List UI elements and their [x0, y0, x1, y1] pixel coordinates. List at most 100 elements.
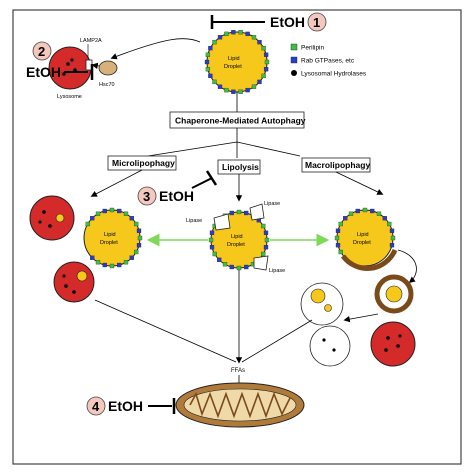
svg-text:2: 2: [38, 44, 45, 59]
legend-hydrolases: Lysosomal Hydrolases: [301, 71, 367, 78]
perilipin-marker: [261, 251, 266, 257]
perilipin-marker: [95, 260, 101, 265]
autophagosome: [374, 274, 414, 314]
perilipin-marker: [261, 223, 266, 229]
perilipin-marker: [208, 237, 214, 243]
rab-marker: [343, 216, 348, 221]
svg-text:EtOH: EtOH: [270, 14, 305, 30]
droplet-label-right-2: Droplet: [353, 240, 371, 246]
svg-text:EtOH: EtOH: [108, 398, 143, 414]
perilipin-marker: [109, 263, 115, 269]
cma-lysosome: [48, 46, 93, 90]
perilipin-marker: [222, 262, 228, 267]
microlipophagy-lysosome-top: [29, 195, 75, 241]
rab-marker: [102, 208, 107, 214]
rab-marker: [231, 30, 236, 35]
rab-marker: [208, 45, 213, 51]
droplet-label-left-2: Droplet: [100, 240, 118, 246]
rab-marker: [136, 228, 142, 233]
perilipin-marker: [264, 237, 270, 243]
rab-marker: [263, 245, 269, 250]
svg-text:EtOH: EtOH: [159, 188, 194, 204]
perilipin-marker: [236, 209, 242, 215]
rab-marker: [263, 230, 269, 235]
perilipin-marker: [212, 79, 217, 85]
rab-marker: [117, 262, 122, 268]
lysosome-label: Lysosome: [57, 94, 82, 100]
rab-marker: [257, 79, 262, 85]
perilipin-marker: [123, 260, 129, 265]
microlipophagy-box: Microlipophagy: [107, 155, 177, 171]
perilipin-marker: [238, 30, 243, 35]
perilipin-marker: [390, 235, 396, 241]
perilipin-marker: [212, 39, 217, 45]
legend-perilipin: Perilipin: [301, 45, 325, 52]
rab-marker: [217, 35, 223, 40]
lipase-label-top: Lipase: [264, 201, 280, 207]
hsc70-label: Hsc70: [99, 82, 115, 88]
perilipin-marker: [224, 87, 229, 93]
mitochondrion: [175, 382, 305, 428]
cma-box: Chaperone-Mediated Autophagy: [169, 111, 306, 129]
rab-marker: [129, 255, 134, 260]
rab-marker: [90, 216, 95, 221]
rab-marker: [263, 67, 269, 72]
rab-marker: [245, 87, 250, 93]
microlipophagy-lysosome-bottom: [53, 261, 95, 303]
rab-marker: [231, 89, 236, 94]
droplet-label-center-1: Lipid: [231, 234, 243, 240]
perilipin-marker: [85, 221, 90, 227]
perilipin-marker: [137, 235, 143, 241]
rab-marker: [389, 243, 395, 248]
rab-marker: [208, 73, 213, 79]
ffas-label: FFAs: [231, 368, 245, 374]
perilipin-marker: [338, 221, 343, 227]
autolysosome-digesting: [309, 325, 351, 367]
rab-marker: [209, 245, 215, 250]
rab-marker: [244, 210, 249, 216]
etoh-inhibition-2: 2 EtOH: [26, 41, 94, 80]
rab-marker: [217, 257, 222, 262]
svg-text:Lipolysis: Lipolysis: [222, 162, 259, 172]
svg-text:Microlipophagy: Microlipophagy: [112, 158, 175, 168]
droplet-label-top-2: Droplet: [224, 64, 242, 70]
rab-marker: [209, 230, 215, 235]
macrolipophagy-droplet: [334, 207, 398, 271]
rab-marker: [229, 210, 234, 216]
rab-marker: [335, 228, 341, 233]
macrolipophagy-box: Macrolipophagy: [301, 157, 370, 173]
perilipin-marker: [109, 207, 115, 213]
perilipin-marker: [261, 73, 266, 79]
hsc70-chaperone: [98, 60, 118, 76]
droplet-label-left-1: Lipid: [104, 232, 116, 238]
svg-text:1: 1: [313, 15, 320, 30]
lysosome-right: [370, 321, 416, 367]
legend-rab: Rab GTPases, etc: [301, 58, 355, 65]
etoh-inhibition-3: 3 EtOH: [137, 170, 218, 206]
perilipin-marker: [251, 84, 257, 89]
rab-marker: [129, 216, 134, 221]
rab-marker: [245, 31, 250, 37]
etoh-inhibition-1: EtOH 1: [210, 12, 327, 32]
rab-marker: [136, 243, 142, 248]
perilipin-marker: [236, 265, 242, 271]
perilipin-marker: [134, 249, 139, 255]
legend: Perilipin Rab GTPases, etc Lysosomal Hyd…: [290, 43, 367, 78]
rab-marker: [382, 216, 387, 221]
microlipophagy-droplet: [83, 207, 143, 269]
etoh-inhibition-4: 4 EtOH: [86, 396, 176, 416]
rab-marker: [90, 255, 95, 260]
droplet-label-center-2: Droplet: [227, 242, 245, 248]
perilipin-marker: [212, 251, 217, 257]
perilipin-marker: [338, 249, 343, 255]
lipolysis-box: Lipolysis: [217, 159, 261, 175]
lipolysis-droplet: [208, 203, 270, 271]
rab-marker: [117, 208, 122, 214]
lipase-label-left: Lipase: [186, 218, 202, 224]
rab-marker: [335, 243, 341, 248]
rab-marker: [244, 264, 249, 270]
perilipin-marker: [334, 235, 340, 241]
perilipin-marker: [95, 211, 101, 216]
perilipin-marker: [251, 35, 257, 40]
